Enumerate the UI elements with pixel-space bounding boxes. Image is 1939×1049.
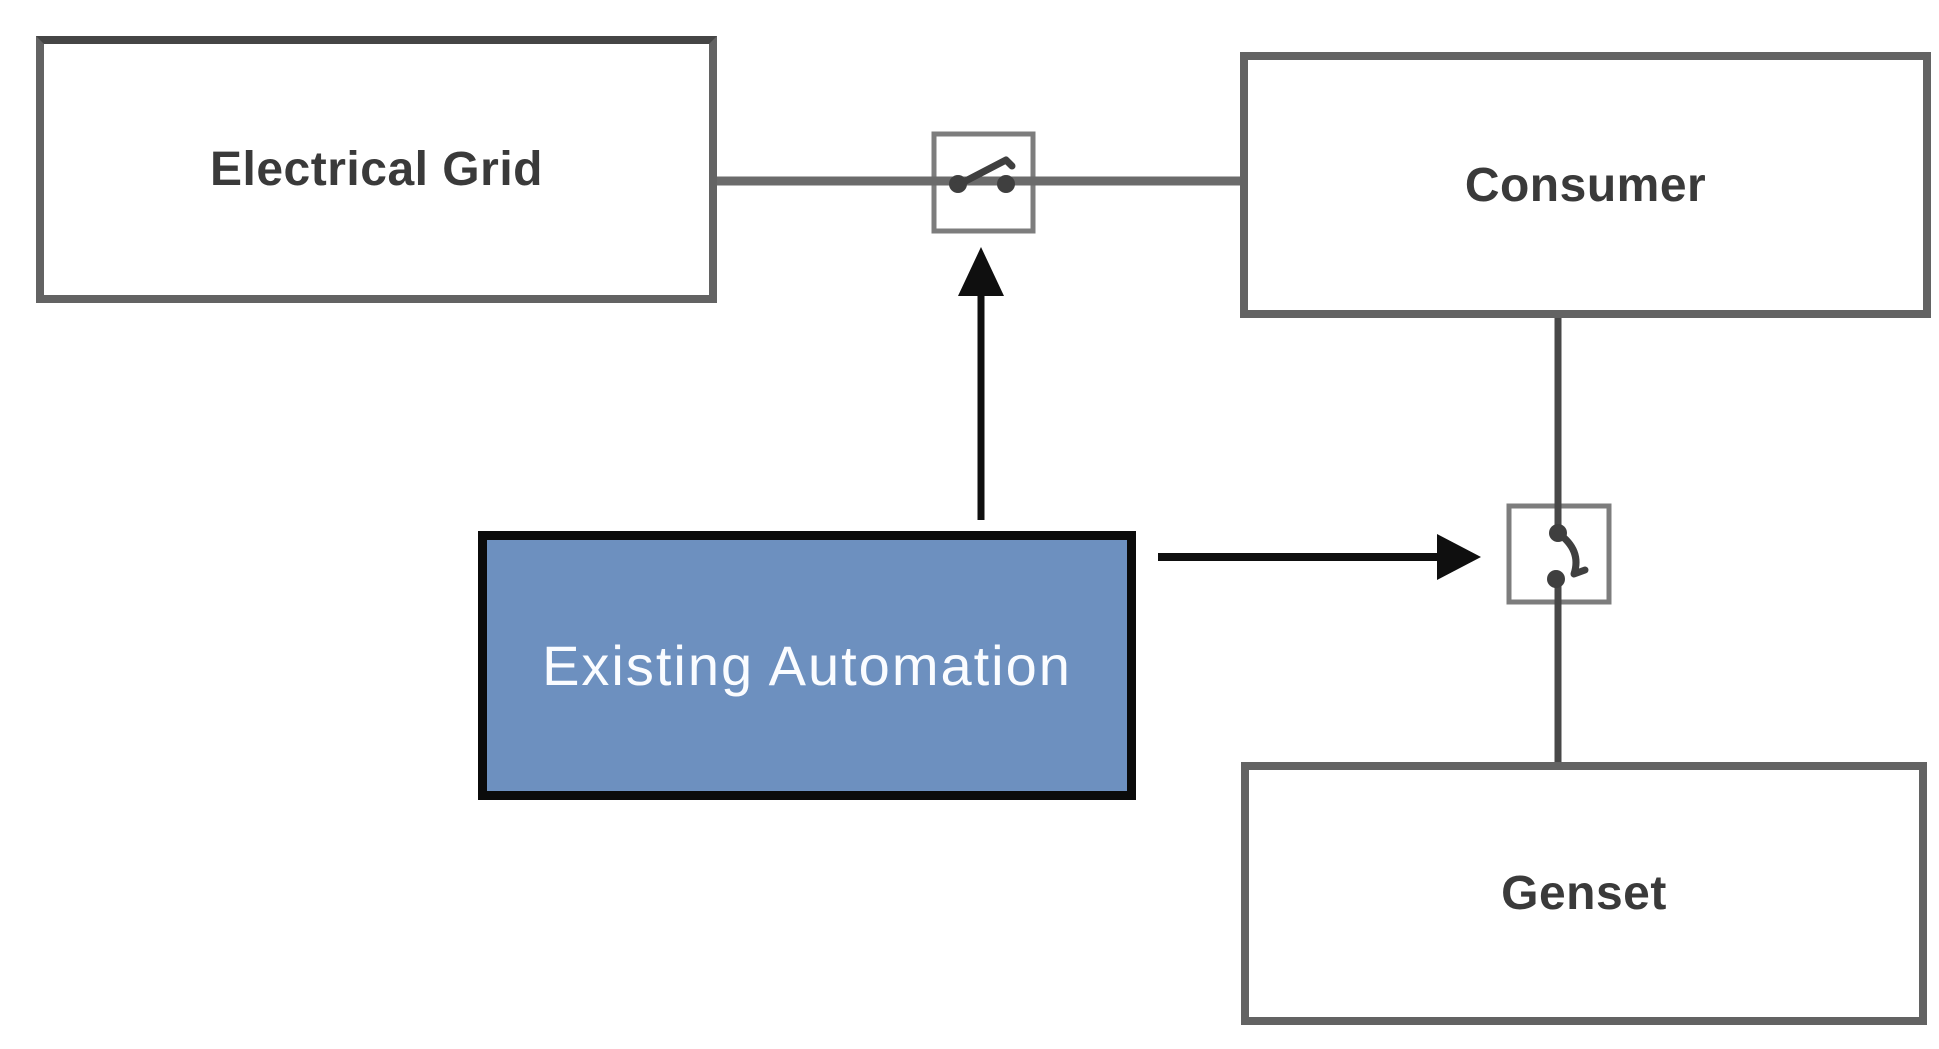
node-existing-automation: Existing Automation: [478, 531, 1136, 800]
node-genset-label: Genset: [1501, 867, 1667, 920]
arrow-right-icon: [1437, 534, 1481, 580]
arrow-up-icon: [958, 247, 1004, 296]
automation-to-grid-switch-arrow: [958, 247, 1004, 520]
grid-switch-glyph: [949, 156, 1016, 193]
automation-to-genset-switch-arrow: [1158, 534, 1481, 580]
genset-switch-glyph: [1547, 524, 1589, 588]
node-consumer-label: Consumer: [1464, 158, 1707, 212]
node-existing-automation-label: Existing Automation: [542, 634, 1072, 697]
node-genset: Genset: [1241, 762, 1927, 1025]
node-electrical-grid-label: Electrical Grid: [210, 143, 543, 196]
node-consumer: Consumer: [1240, 52, 1931, 318]
node-electrical-grid: Electrical Grid: [36, 36, 717, 303]
